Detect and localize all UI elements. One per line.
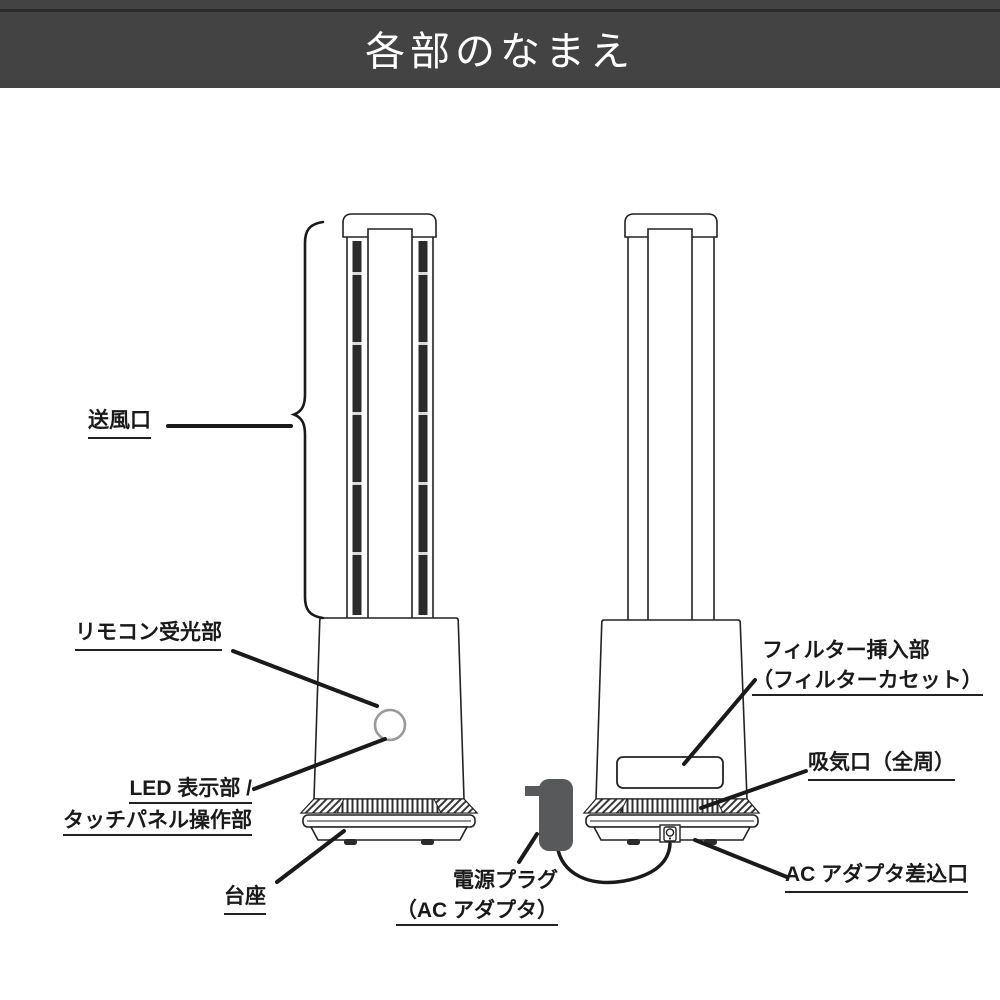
leader-filter — [682, 678, 757, 766]
adapter-prong — [525, 786, 541, 796]
leader-intake — [699, 769, 808, 810]
power-cable — [555, 842, 672, 885]
leader-led — [252, 737, 387, 791]
air-outlet-brace — [290, 220, 325, 620]
front-body — [313, 617, 465, 800]
leader-base — [275, 829, 346, 884]
front-cap — [342, 213, 437, 238]
rear-view-fan — [582, 213, 761, 845]
label-ac-adapter-socket: AC アダプタ差込口 — [785, 862, 969, 894]
leader-remote — [231, 649, 379, 708]
title-banner: 各部のなまえ — [0, 0, 1000, 88]
label-intake: 吸気口（全周） — [808, 750, 955, 782]
label-base: 台座 — [224, 884, 266, 916]
label-led-touch-panel: LED 表示部 / タッチパネル操作部 — [40, 778, 252, 836]
ac-socket — [659, 824, 681, 843]
rear-cap — [624, 213, 718, 238]
page-title: 各部のなまえ — [365, 30, 635, 74]
leader-ac-socket — [693, 838, 789, 879]
adapter-body — [539, 779, 573, 851]
remote-receiver-circle — [373, 708, 407, 742]
ac-adapter — [525, 779, 672, 885]
front-outlet-slats — [352, 241, 428, 615]
label-remote-receiver: リモコン受光部 — [75, 620, 222, 652]
leader-power-plug — [517, 832, 539, 864]
filter-slot — [616, 756, 724, 789]
label-filter-slot: フィルター挿入部 （フィルターカセット） — [752, 640, 983, 696]
label-power-plug: 電源プラグ （AC アダプタ） — [358, 870, 558, 926]
label-air-outlet: 送風口 — [88, 408, 151, 440]
front-base-foot-body — [309, 826, 469, 841]
leader-lines — [166, 424, 808, 884]
banner-accent-line — [0, 9, 1000, 12]
front-view-fan — [299, 213, 479, 845]
